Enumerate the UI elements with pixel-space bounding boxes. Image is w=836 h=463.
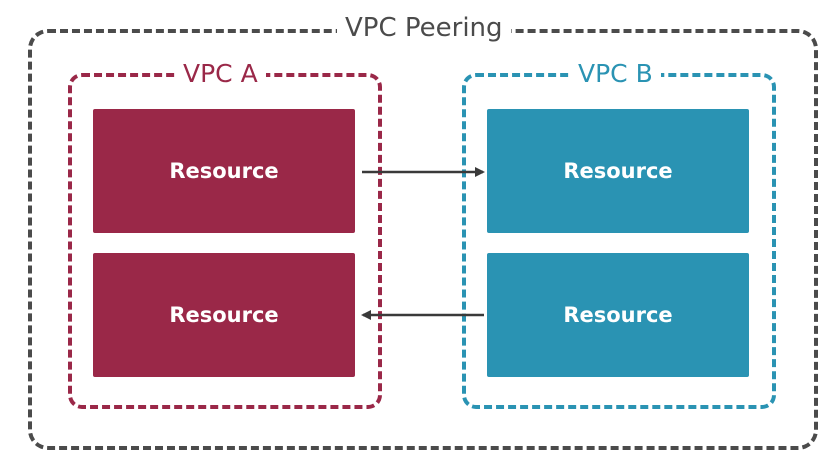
- resource-label: Resource: [563, 159, 673, 183]
- vpc-b-resource-2: Resource: [487, 253, 749, 377]
- resource-label: Resource: [169, 303, 279, 327]
- vpc-a-resource-1: Resource: [93, 109, 355, 233]
- vpc-peering-title: VPC Peering: [337, 15, 511, 41]
- vpc-a-resource-2: Resource: [93, 253, 355, 377]
- vpc-a-title: VPC A: [175, 61, 266, 86]
- vpc-b-resource-1: Resource: [487, 109, 749, 233]
- resource-label: Resource: [563, 303, 673, 327]
- vpc-b-title: VPC B: [570, 61, 661, 86]
- resource-label: Resource: [169, 159, 279, 183]
